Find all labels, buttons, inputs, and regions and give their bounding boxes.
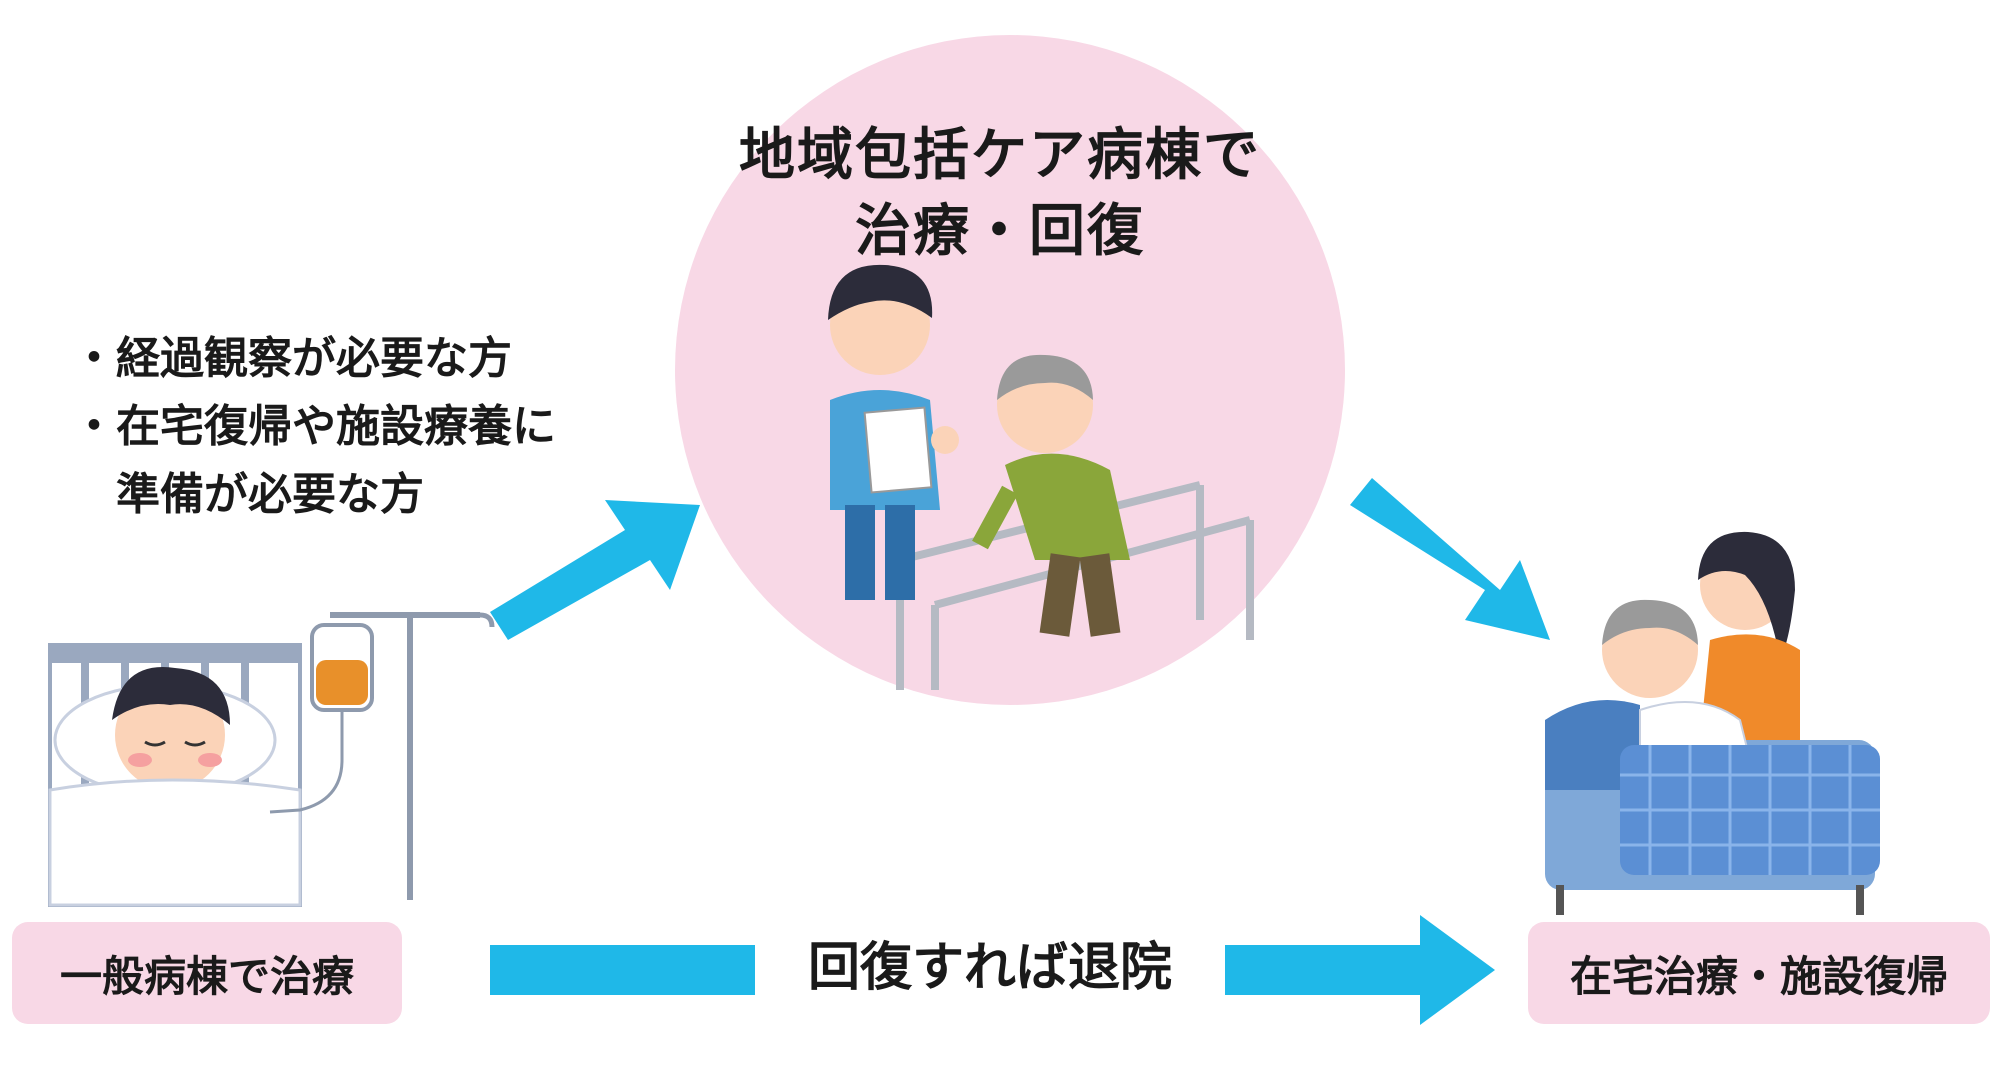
arrow-up-right bbox=[490, 500, 700, 640]
circle-title-line1: 地域包括ケア病棟で bbox=[739, 123, 1261, 188]
home-care-box: 在宅治療・施設復帰 bbox=[1528, 922, 1990, 1024]
circle-title-line2: 治療・回復 bbox=[855, 199, 1145, 264]
general-ward-box: 一般病棟で治療 bbox=[12, 922, 402, 1024]
rehabilitation-illustration bbox=[828, 264, 1254, 690]
bottom-arrow-head bbox=[1225, 915, 1495, 1025]
arrow-down-right bbox=[1350, 478, 1550, 640]
home-care-illustration bbox=[1545, 531, 1880, 915]
hospital-bed-illustration bbox=[48, 612, 495, 907]
criteria-line2: ・在宅復帰や施設療養に bbox=[72, 401, 556, 452]
criteria-line3: 準備が必要な方 bbox=[72, 469, 424, 520]
criteria-notes: ・経過観察が必要な方 ・在宅復帰や施設療養に 準備が必要な方 bbox=[72, 325, 556, 529]
criteria-line1: ・経過観察が必要な方 bbox=[72, 333, 512, 384]
bottom-arrow-shaft-left bbox=[490, 945, 755, 995]
circle-title: 地域包括ケア病棟で 治療・回復 bbox=[690, 118, 1310, 270]
discharge-label: 回復すれば退院 bbox=[807, 938, 1172, 998]
